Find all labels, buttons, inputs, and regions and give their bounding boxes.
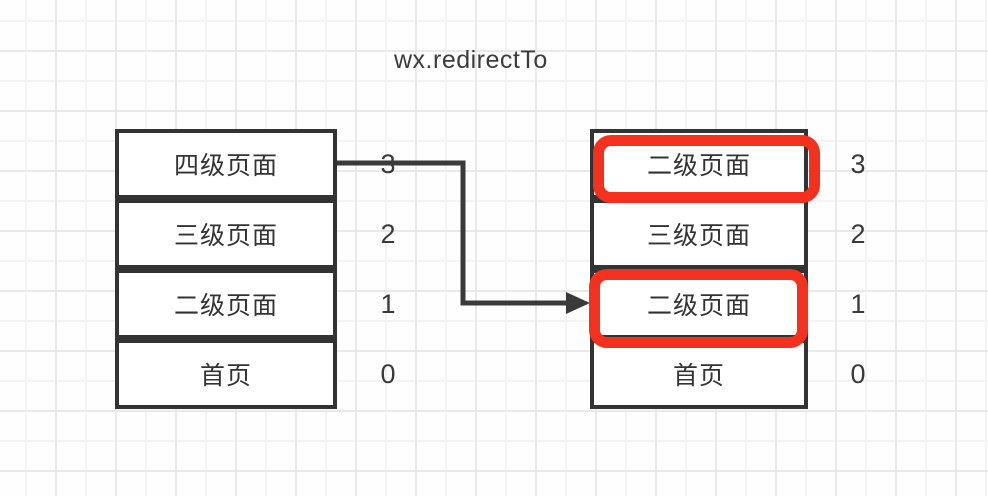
stack-row-before-3: 四级页面 — [115, 129, 337, 199]
stack-index: 2 — [850, 219, 866, 249]
page-label: 四级页面 — [173, 152, 278, 180]
stack-index: 2 — [380, 219, 396, 249]
page-label: 二级页面 — [646, 292, 751, 320]
stack-index: 0 — [850, 359, 866, 389]
page-label: 三级页面 — [646, 222, 751, 250]
highlight-box-bottom — [589, 269, 808, 348]
page-stack-after: 二级页面 三级页面 二级页面 首页 — [590, 129, 808, 409]
page-label: 三级页面 — [173, 222, 278, 250]
stack-row-before-0: 首页 — [115, 339, 337, 409]
page-label: 首页 — [672, 362, 725, 390]
stack-row-after-0: 首页 — [590, 339, 808, 409]
stack-index: 3 — [850, 149, 866, 179]
page-label: 二级页面 — [173, 292, 278, 320]
page-stack-before: 四级页面 三级页面 二级页面 首页 — [115, 129, 337, 409]
stack-row-before-1: 二级页面 — [115, 269, 337, 339]
diagram-title: wx.redirectTo — [394, 46, 548, 74]
stack-row-before-2: 三级页面 — [115, 199, 337, 269]
stack-index: 1 — [380, 289, 396, 319]
page-label: 首页 — [199, 362, 252, 390]
stack-index: 1 — [850, 289, 866, 319]
stack-indices-after: 3 2 1 0 — [836, 129, 880, 409]
stack-index: 3 — [380, 149, 396, 179]
highlight-box-top — [593, 135, 820, 203]
stack-row-after-2: 三级页面 — [590, 199, 808, 269]
page-label: 二级页面 — [646, 152, 751, 180]
stack-indices-before: 3 2 1 0 — [366, 129, 410, 409]
stack-index: 0 — [380, 359, 396, 389]
